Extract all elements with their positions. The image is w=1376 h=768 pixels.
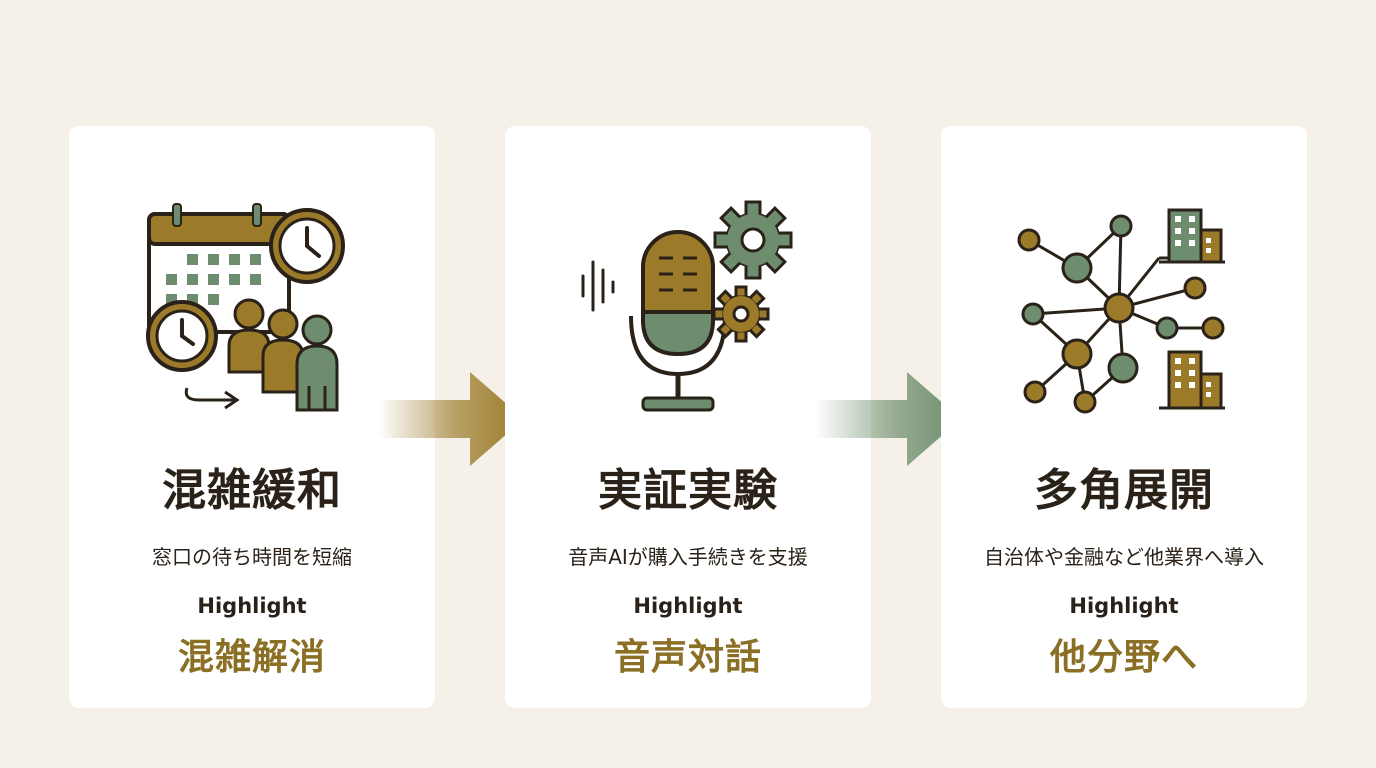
step-title: 多角展開	[1034, 465, 1214, 516]
highlight-value: 混雑解消	[177, 637, 326, 678]
highlight-label: Highlight	[633, 594, 743, 618]
step-card-expansion: 多角展開 自治体や金融など他業界へ導入 Highlight 他分野へ	[941, 126, 1307, 708]
highlight-value: 音声対話	[613, 637, 762, 678]
network-buildings-icon	[941, 196, 1307, 426]
arrow-right-icon	[378, 372, 528, 466]
step-description: 音声AIが購入手続きを支援	[568, 545, 808, 569]
highlight-label: Highlight	[197, 594, 307, 618]
highlight-label: Highlight	[1069, 594, 1179, 618]
arrow-right-icon	[815, 372, 965, 466]
step-card-congestion: 混雑緩和 窓口の待ち時間を短縮 Highlight 混雑解消	[69, 126, 435, 708]
microphone-gears-icon	[505, 196, 871, 426]
step-description: 自治体や金融など他業界へ導入	[984, 545, 1264, 569]
step-description: 窓口の待ち時間を短縮	[152, 545, 352, 569]
step-title: 実証実験	[598, 465, 778, 516]
highlight-value: 他分野へ	[1049, 637, 1198, 678]
step-card-experiment: 実証実験 音声AIが購入手続きを支援 Highlight 音声対話	[505, 126, 871, 708]
step-title: 混雑緩和	[162, 465, 342, 516]
calendar-clock-people-icon	[69, 196, 435, 426]
